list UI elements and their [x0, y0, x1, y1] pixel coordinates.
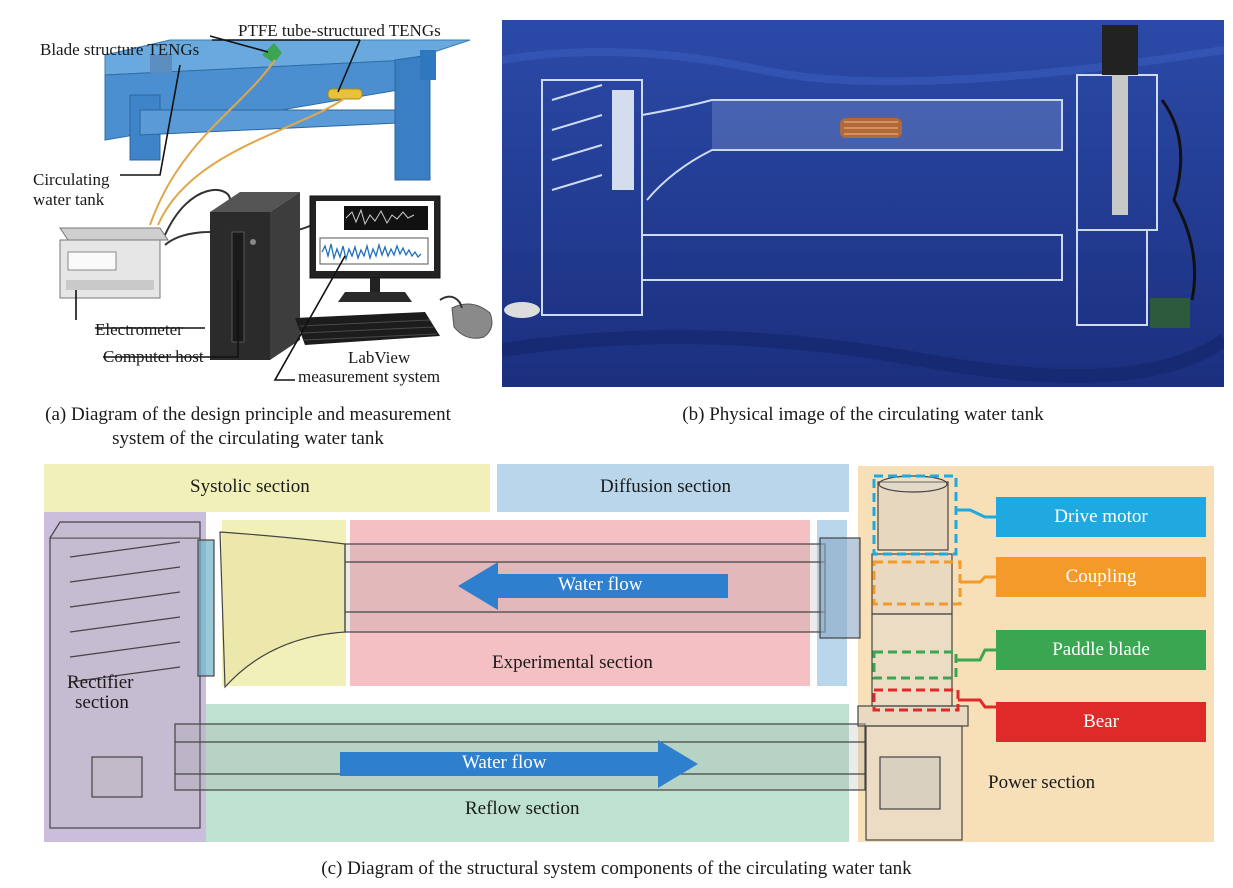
zone-experimental	[350, 520, 810, 686]
lower-flow-arrow	[340, 740, 698, 788]
label-labview: LabView	[348, 348, 411, 367]
mouse-illustration	[451, 303, 493, 339]
caption-a-line2: system of the circulating water tank	[112, 428, 384, 449]
zone-diffusion	[497, 464, 849, 512]
caption-c: (c) Diagram of the structural system com…	[321, 858, 912, 879]
label-upper-water-flow: Water flow	[558, 574, 643, 595]
label-computer-host: Computer host	[103, 347, 204, 366]
computer-host-illustration	[210, 192, 300, 360]
legend-coupling: Coupling	[996, 557, 1206, 597]
panel-a-drawing	[59, 35, 493, 381]
label-rectifier-section: section	[75, 692, 129, 713]
zone-systolic	[44, 464, 490, 512]
label-electrometer: Electrometer	[95, 320, 183, 339]
legend-drive-motor: Drive motor	[996, 497, 1206, 537]
legend-paddle-blade: Paddle blade	[996, 630, 1206, 670]
label-lower-water-flow: Water flow	[462, 752, 547, 773]
label-circulating: Circulating	[33, 170, 110, 189]
panel-a: PTFE tube-structured TENGs Blade structu…	[0, 0, 500, 400]
panel-b-photo	[502, 20, 1224, 387]
water-tank-illustration	[104, 39, 471, 181]
label-water-tank: water tank	[33, 190, 105, 209]
structure-drawing	[49, 474, 996, 841]
label-ptfe-tengs: PTFE tube-structured TENGs	[238, 21, 441, 40]
electrometer-illustration	[59, 227, 169, 299]
label-measurement-system: measurement system	[298, 367, 441, 386]
caption-b: (b) Physical image of the circulating wa…	[682, 404, 1044, 425]
label-systolic-section: Systolic section	[190, 476, 310, 497]
label-experimental-section: Experimental section	[492, 652, 653, 673]
tank-photo-shape	[541, 74, 1158, 326]
label-blade-tengs: Blade structure TENGs	[40, 40, 200, 59]
label-power-section: Power section	[988, 772, 1096, 793]
upper-flow-arrow	[458, 562, 728, 610]
caption-a-line1: (a) Diagram of the design principle and …	[45, 404, 451, 425]
monitor-illustration	[309, 195, 441, 302]
keyboard-illustration	[295, 312, 440, 345]
label-diffusion-section: Diffusion section	[600, 476, 732, 497]
legend-bear: Bear	[996, 702, 1206, 742]
label-rectifier: Rectifier	[67, 672, 134, 693]
leader-lines	[75, 35, 361, 381]
label-reflow-section: Reflow section	[465, 798, 580, 819]
panel-c: Systolic section Diffusion section Recti…	[0, 462, 1233, 852]
